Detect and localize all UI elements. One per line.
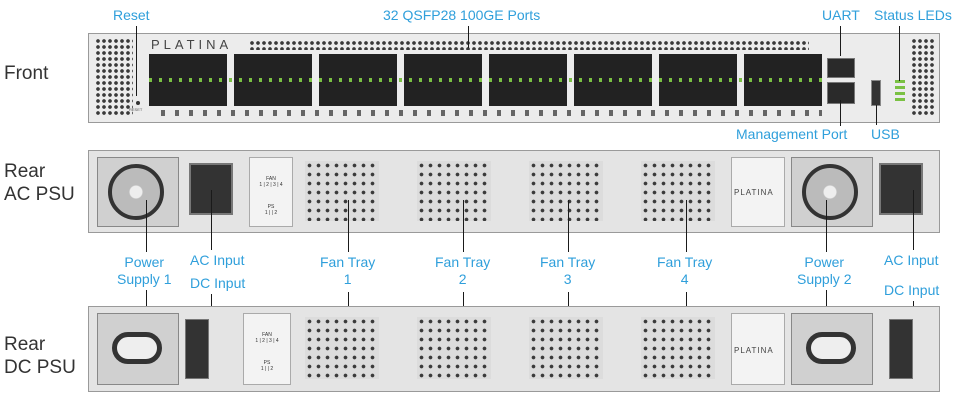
leader-ports — [468, 26, 469, 48]
callout-psu2-line2: Supply 2 — [797, 271, 852, 287]
dc-ps-status-nums: 1 | | 2 — [260, 366, 274, 372]
leader-psu1-up — [146, 200, 147, 252]
fan-status-label: FAN — [266, 176, 276, 182]
status-card: FAN 1 | 2 | 3 | 4 PS 1 | | 2 — [249, 157, 293, 227]
leader-fan-tray-1-up — [348, 200, 349, 252]
callout-psu1-line1: Power — [124, 254, 165, 270]
reset-button[interactable] — [136, 101, 140, 105]
leader-fan-tray-3-up — [568, 200, 569, 252]
front-vent-top — [249, 40, 809, 50]
psu1-ac-fan — [97, 157, 179, 227]
usb-port[interactable] — [871, 80, 881, 106]
callout-fan-tray-4: Fan Tray 4 — [657, 254, 712, 288]
row-label-rear-dc-line1: Rear — [4, 334, 46, 355]
status-leds — [895, 80, 905, 102]
ps-status-nums: 1 | | 2 — [264, 210, 278, 216]
callout-psu2-line1: Power — [804, 254, 845, 270]
callout-fan-tray-1-line2: 1 — [343, 271, 352, 287]
psu-handle-icon — [112, 332, 162, 364]
callout-reset: Reset — [113, 7, 150, 23]
fan-tray-2-dc — [417, 317, 491, 379]
callout-psu1: Power Supply 1 — [117, 254, 171, 288]
psu1-dc-input-terminal[interactable] — [185, 319, 209, 379]
front-panel: RESET PLATINA — [88, 33, 940, 123]
leader-status-leds — [899, 26, 900, 81]
rear-brand-logo-ac: PLATINA — [734, 188, 774, 197]
callout-psu1-line2: Supply 1 — [117, 271, 172, 287]
fan-tray-3-ac — [529, 161, 603, 221]
leader-ac-input-1 — [211, 190, 212, 250]
callout-fan-tray-3-line2: 3 — [563, 271, 572, 287]
front-vent-right — [911, 38, 935, 116]
fan-tray-4-ac — [641, 161, 715, 221]
dc-status-card: FAN 1 | 2 | 3 | 4 PS 1 | | 2 — [243, 313, 291, 385]
psu2-ac-fan — [791, 157, 873, 227]
callout-uart: UART — [822, 7, 860, 23]
fan-tray-1-ac — [305, 161, 379, 221]
fan-status-nums: 1 | 2 | 3 | 4 — [259, 182, 283, 188]
leader-management-port — [840, 100, 841, 126]
row-label-rear-dc-line2: DC PSU — [4, 357, 76, 378]
psu2-dc-module — [791, 313, 873, 385]
psu1-ac-input-socket[interactable] — [189, 163, 233, 215]
reset-text: RESET — [129, 107, 143, 112]
callout-status-leds: Status LEDs — [874, 7, 952, 23]
fan-icon — [802, 164, 858, 220]
row-label-front: Front — [4, 63, 49, 84]
leader-reset — [136, 26, 137, 96]
callout-usb: USB — [871, 126, 900, 142]
management-port[interactable] — [827, 82, 855, 104]
callout-ac-input-1: AC Input — [190, 252, 245, 268]
fan-icon — [108, 164, 164, 220]
callout-fan-tray-2: Fan Tray 2 — [435, 254, 490, 288]
row-label-rear-ac: Rear AC PSU — [4, 160, 75, 206]
rear-brand-card-dc: PLATINA — [731, 313, 785, 385]
leader-fan-tray-2-up — [463, 200, 464, 252]
ps-status-label: PS — [267, 204, 275, 210]
fan-tray-4-dc — [641, 317, 715, 379]
rear-ac-panel: FAN 1 | 2 | 3 | 4 PS 1 | | 2 PLATINA — [88, 150, 940, 233]
callout-fan-tray-1: Fan Tray 1 — [320, 254, 375, 288]
psu-handle-icon — [806, 332, 856, 364]
leader-ac-input-2 — [913, 190, 914, 250]
fan-tray-3-dc — [529, 317, 603, 379]
port-led-strip — [149, 78, 822, 82]
row-label-rear-ac-line2: AC PSU — [4, 184, 75, 205]
callout-fan-tray-1-line1: Fan Tray — [320, 254, 376, 270]
rear-brand-card-ac: PLATINA — [731, 157, 785, 227]
dc-fan-status-nums: 1 | 2 | 3 | 4 — [255, 338, 279, 344]
leader-psu2-up — [826, 200, 827, 252]
rear-brand-logo-dc: PLATINA — [734, 346, 774, 355]
fan-tray-1-dc — [305, 317, 379, 379]
psu2-dc-input-terminal[interactable] — [889, 319, 913, 379]
dc-fan-status-label: FAN — [262, 332, 272, 338]
psu1-dc-module — [97, 313, 179, 385]
row-label-rear-dc: Rear DC PSU — [4, 333, 76, 379]
callout-ac-input-2: AC Input — [884, 252, 939, 268]
rear-dc-panel: FAN 1 | 2 | 3 | 4 PS 1 | | 2 PLATINA — [88, 306, 940, 392]
uart-port[interactable] — [827, 58, 855, 78]
front-vent-left — [95, 38, 133, 116]
callout-fan-tray-3: Fan Tray 3 — [540, 254, 595, 288]
callout-fan-tray-3-line1: Fan Tray — [540, 254, 596, 270]
dc-ps-status-label: PS — [263, 360, 271, 366]
brand-logo: PLATINA — [151, 37, 233, 52]
callout-dc-input-2: DC Input — [884, 282, 940, 298]
callout-fan-tray-4-line1: Fan Tray — [657, 254, 713, 270]
fan-tray-2-ac — [417, 161, 491, 221]
leader-uart — [840, 26, 841, 56]
row-label-rear-ac-line1: Rear — [4, 161, 46, 182]
callout-dc-input-1: DC Input — [190, 275, 246, 291]
callout-psu2: Power Supply 2 — [797, 254, 851, 288]
psu2-ac-input-socket[interactable] — [879, 163, 923, 215]
leader-fan-tray-4-up — [686, 200, 687, 252]
callout-fan-tray-2-line1: Fan Tray — [435, 254, 491, 270]
port-arrow-row — [161, 110, 822, 116]
leader-usb — [876, 105, 877, 125]
callout-fan-tray-4-line2: 4 — [680, 271, 689, 287]
callout-management-port: Management Port — [736, 126, 848, 142]
callout-ports: 32 QSFP28 100GE Ports — [383, 7, 541, 23]
callout-fan-tray-2-line2: 2 — [458, 271, 467, 287]
